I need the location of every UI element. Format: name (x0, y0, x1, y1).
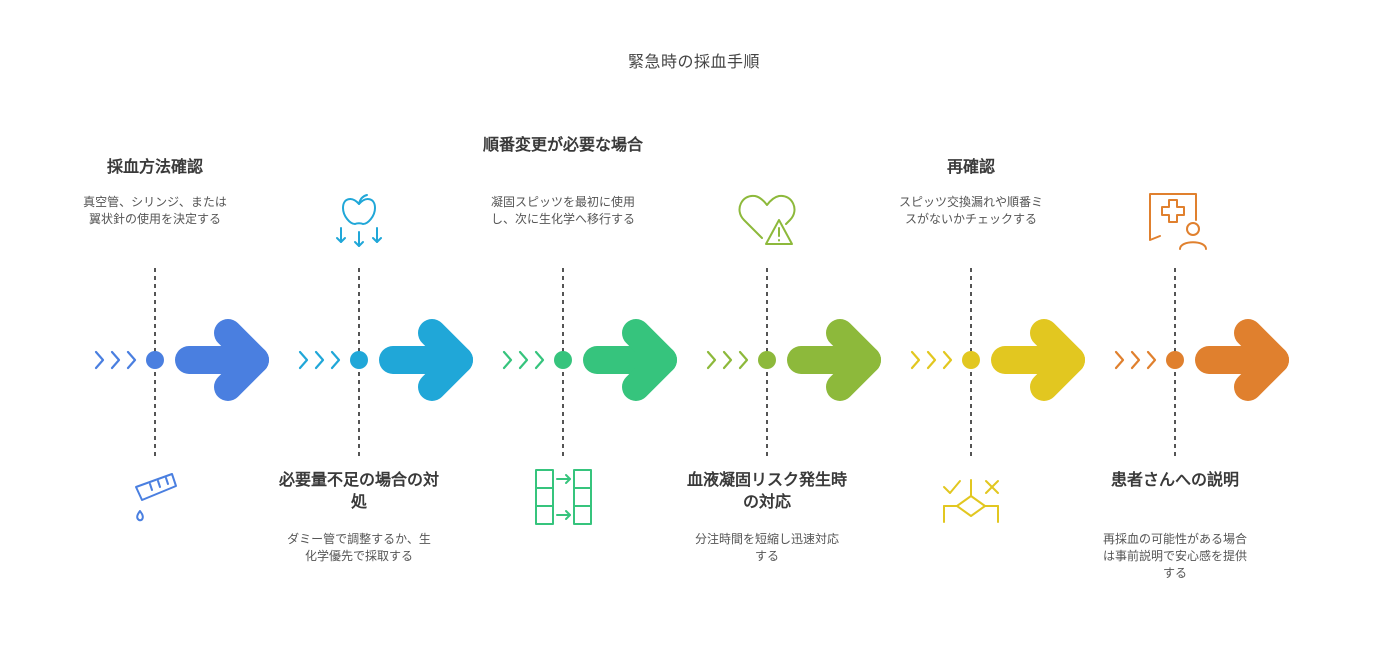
stage-3-description: 凝固スピッツを最初に使用し、次に生化学へ移行する (490, 195, 635, 226)
stage-6-title: 患者さんへの説明 (1110, 470, 1239, 489)
sequence-grid-icon (535, 469, 592, 525)
apple-arrows-icon (336, 194, 382, 247)
stage-3-flow (502, 268, 677, 458)
stage-1-title: 採血方法確認 (106, 157, 203, 176)
stage-4-flow (706, 268, 881, 458)
stage-2-description: ダミー管で調整するか、生化学優先で採取する (287, 532, 431, 563)
medical-consult-icon (1149, 193, 1207, 250)
stage-1-flow (94, 268, 269, 458)
stage-4-description: 分注時間を短縮し迅速対応する (694, 532, 839, 563)
stage-2-flow (298, 268, 473, 458)
check-cross-icon (943, 479, 999, 523)
stage-1-description: 真空管、シリンジ、または翼状針の使用を決定する (83, 195, 227, 226)
stage-3-title: 順番変更が必要な場合 (482, 135, 643, 154)
stage-5-description: スピッツ交換漏れや順番ミスがないかチェックする (898, 195, 1043, 226)
heart-warning-icon (738, 194, 796, 245)
diagram-title: 緊急時の採血手順 (627, 52, 760, 71)
stage-4-title: 血液凝固リスク発生時の対応 (686, 470, 847, 511)
stage-5-title: 再確認 (946, 157, 995, 176)
stage-6-description: 再採血の可能性がある場合は事前説明で安心感を提供する (1102, 532, 1247, 580)
stage-2-title: 必要量不足の場合の対処 (278, 470, 439, 511)
syringe-icon (135, 473, 177, 522)
stage-6-flow (1114, 268, 1289, 458)
stage-5-flow (910, 268, 1085, 458)
